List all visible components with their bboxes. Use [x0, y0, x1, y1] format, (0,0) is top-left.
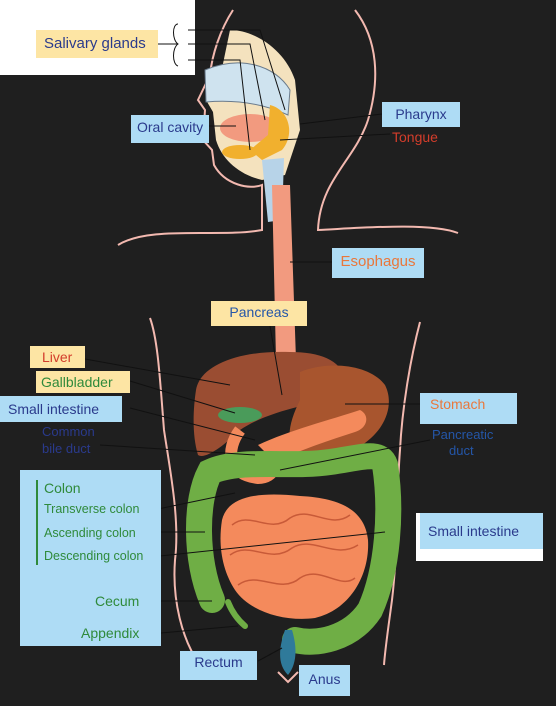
tongue-shape: [220, 114, 280, 142]
label-colon: Colon: [44, 480, 81, 496]
appendix-shape: [225, 599, 248, 629]
label-salivary-glands: Salivary glands: [36, 30, 158, 58]
intestine-folds: [229, 513, 359, 586]
label-transverse-colon: Transverse colon: [44, 502, 140, 516]
label-pancreas: Pancreas: [211, 301, 307, 326]
label-esophagus: Esophagus: [332, 248, 424, 278]
small-intestine-shape: [220, 494, 369, 619]
label-rectum: Rectum: [180, 651, 257, 680]
salivary-gland-shape: [250, 105, 290, 160]
label-stomach: Stomach: [420, 393, 517, 424]
label-pharynx: Pharynx: [382, 102, 460, 127]
label-common-bile-duct-1: Common: [42, 424, 95, 439]
label-liver: Liver: [30, 346, 85, 368]
colon-legend-box: Colon Transverse colon Ascending colon D…: [20, 470, 161, 646]
nasal-cavity: [204, 62, 291, 116]
label-oral-cavity: Oral cavity: [131, 115, 209, 143]
esophagus-shape: [272, 185, 300, 395]
label-anus: Anus: [299, 665, 350, 696]
neck-outline-right: [316, 9, 459, 234]
leader-lines: [84, 23, 431, 662]
label-descending-colon: Descending colon: [44, 549, 144, 563]
label-cecum: Cecum: [95, 593, 140, 609]
anus-shape: [277, 671, 299, 684]
label-tongue: Tongue: [392, 129, 438, 145]
rectum-shape: [280, 630, 296, 675]
torso-outline-left: [149, 317, 201, 666]
label-ascending-colon: Ascending colon: [44, 526, 136, 540]
label-gallbladder: Gallbladder: [36, 371, 130, 393]
label-small-intestine-left: Small intestine: [0, 396, 122, 422]
label-small-intestine-right: Small intestine: [420, 513, 543, 549]
label-appendix: Appendix: [81, 625, 140, 641]
pancreas-shape: [258, 410, 367, 462]
sublingual-gland-shape: [222, 145, 258, 159]
label-pancreatic-duct-1: Pancreatic: [432, 427, 494, 442]
head-outline: [117, 9, 263, 246]
label-common-bile-duct-2: bile duct: [42, 441, 91, 456]
label-pancreatic-duct-2: duct: [449, 443, 474, 458]
colon-legend-bar: [36, 480, 38, 565]
colon-shape: [186, 443, 402, 655]
